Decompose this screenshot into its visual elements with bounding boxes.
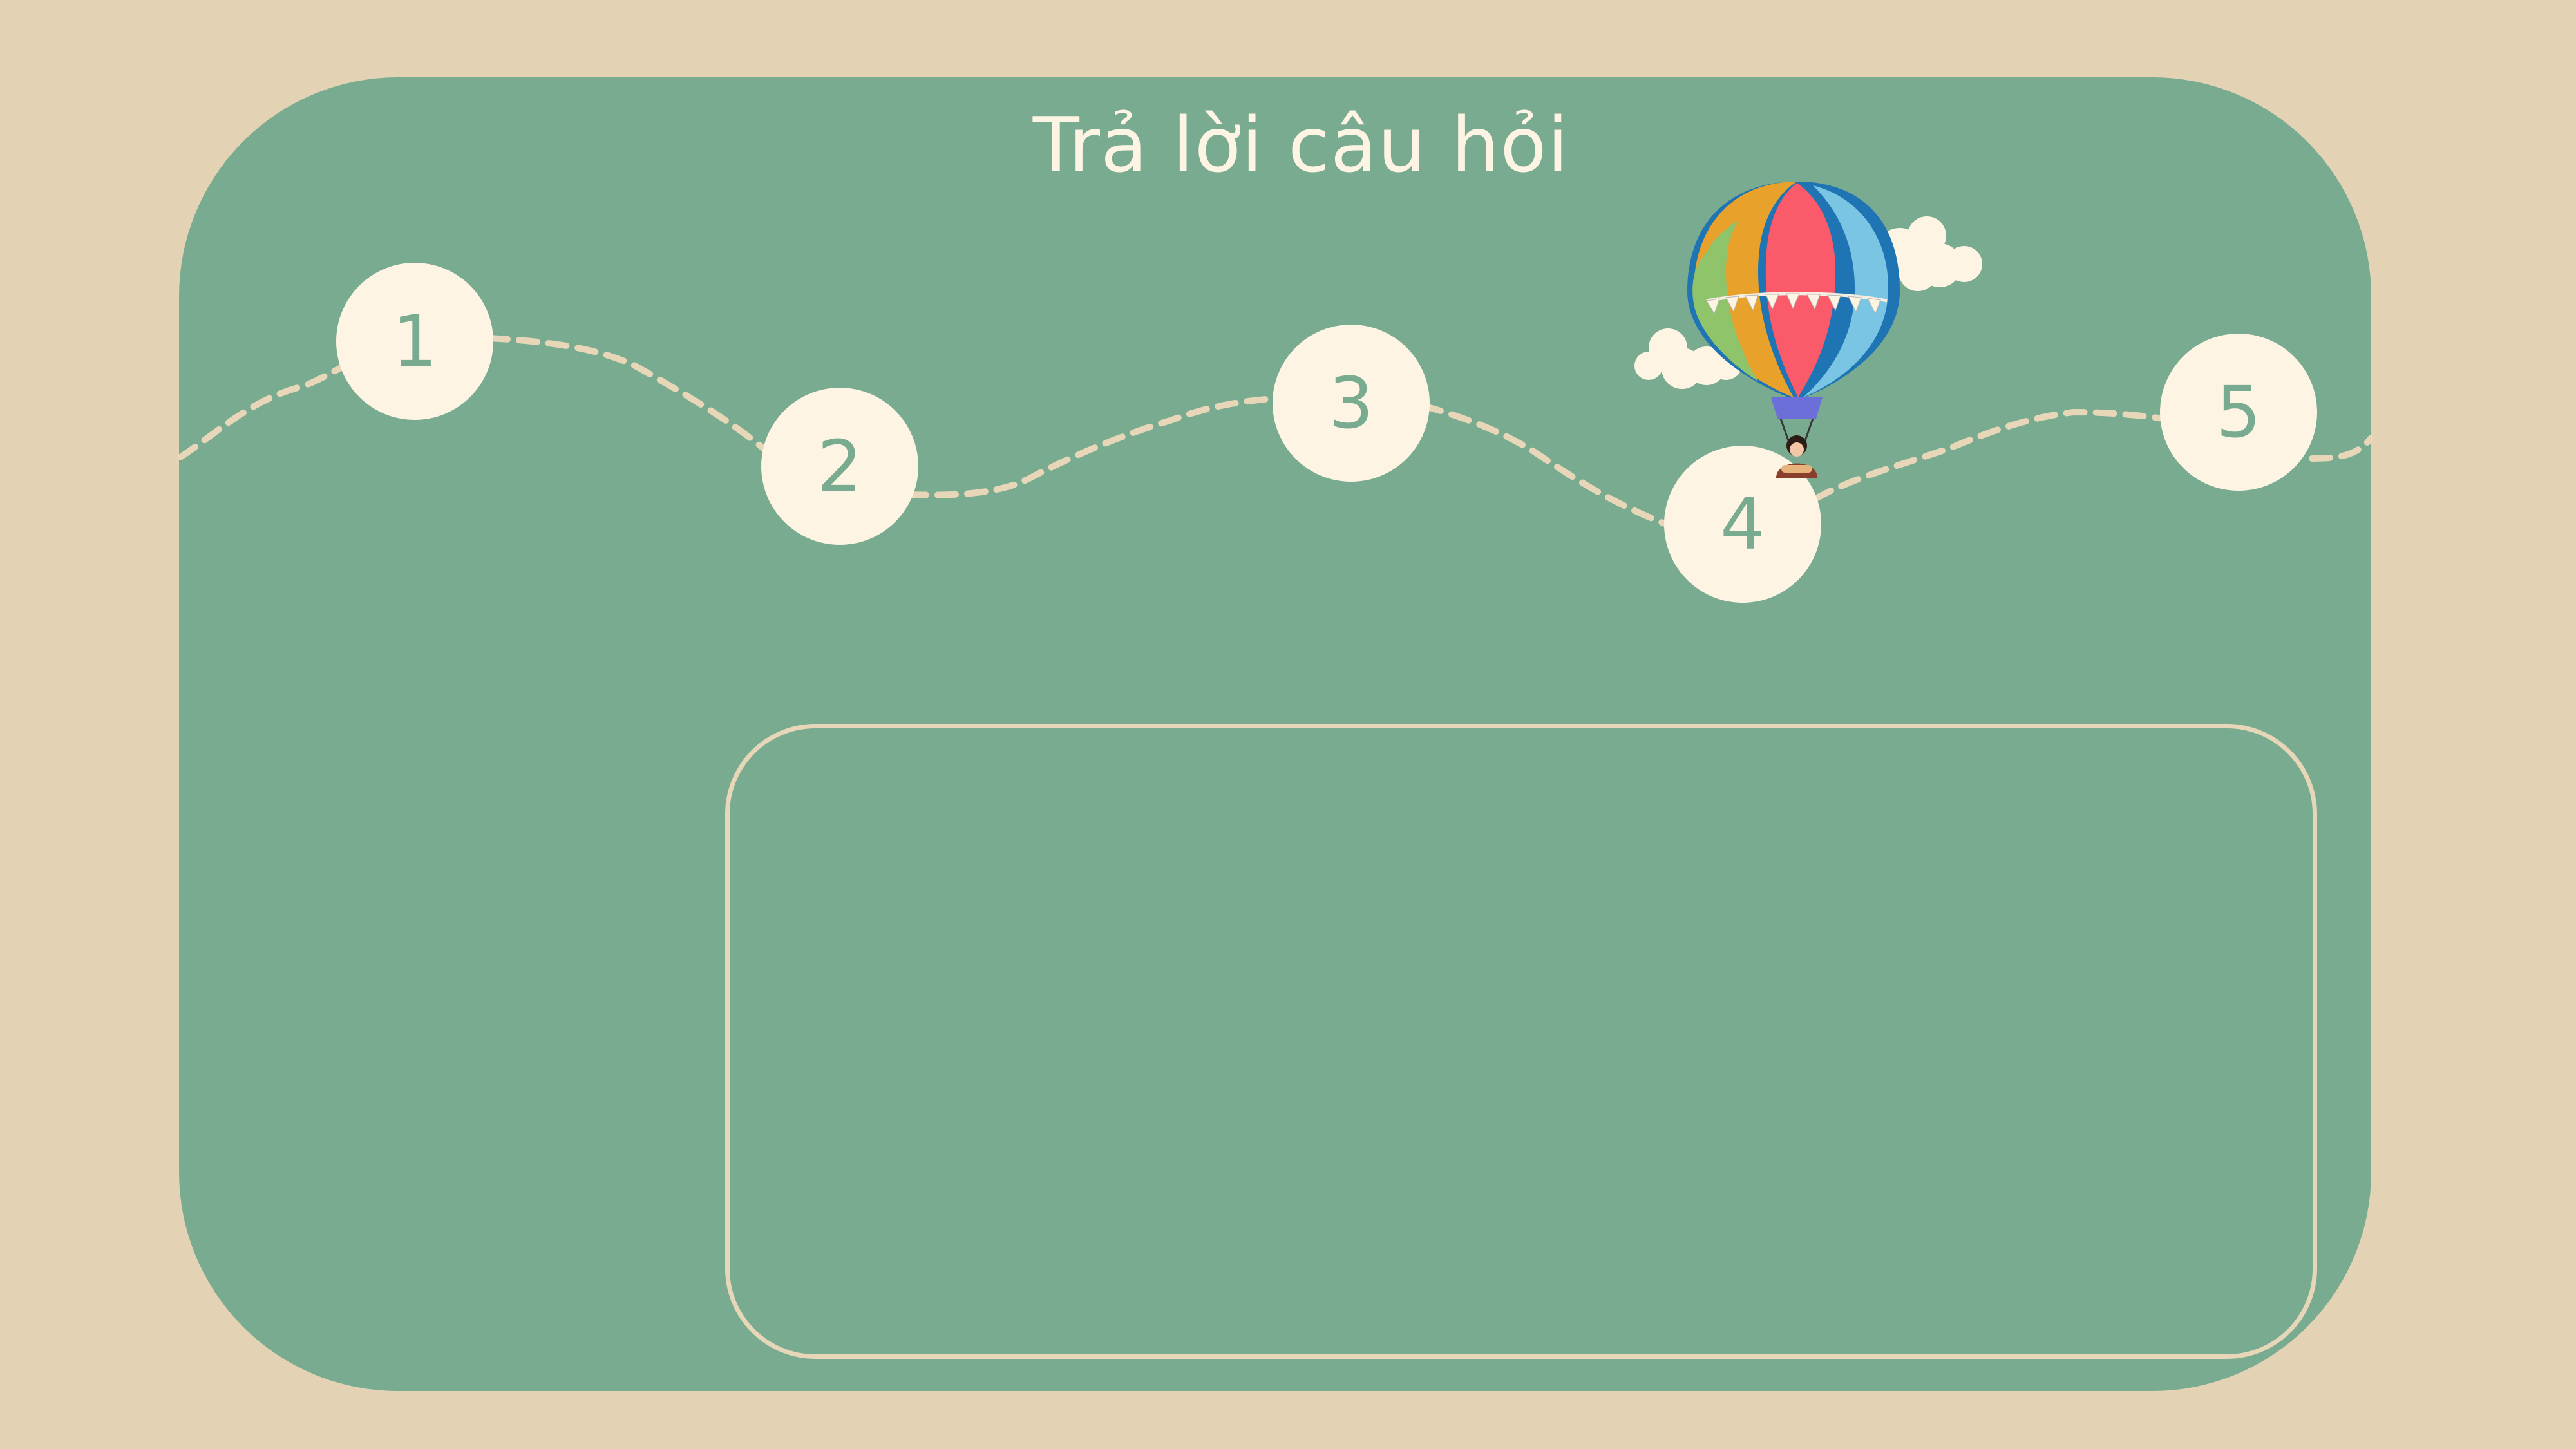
step-3-button[interactable]: 3 <box>1273 325 1430 482</box>
cloud-left-icon <box>1634 328 1743 389</box>
step-2-button[interactable]: 2 <box>761 388 918 545</box>
board-panel <box>179 77 2371 1391</box>
step-3-label: 3 <box>1329 362 1374 444</box>
step-5-label: 5 <box>2216 371 2261 453</box>
balloon-envelope-icon <box>1687 182 1900 401</box>
step-4-button[interactable]: 4 <box>1664 446 1821 603</box>
balloon-basket-icon <box>1771 397 1823 478</box>
step-1-label: 1 <box>392 300 437 383</box>
step-1-button[interactable]: 1 <box>336 263 493 420</box>
hot-air-balloon-illustration <box>1634 182 1982 478</box>
step-2-label: 2 <box>817 425 862 507</box>
page-title: Trả lời câu hỏi <box>1032 100 1569 189</box>
step-5-button[interactable]: 5 <box>2160 334 2317 491</box>
step-4-label: 4 <box>1720 483 1765 565</box>
answer-box[interactable] <box>725 724 2317 1359</box>
